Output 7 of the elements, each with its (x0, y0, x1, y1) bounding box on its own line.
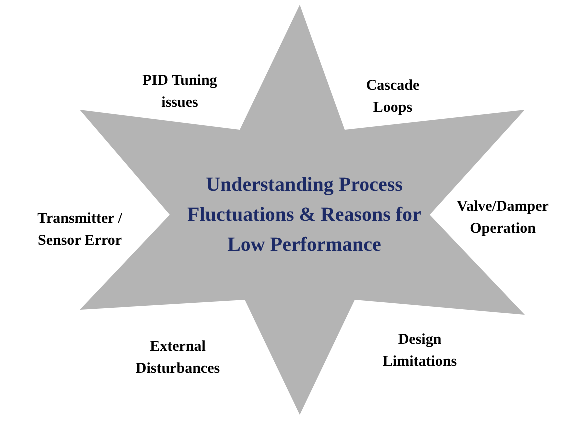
factor-label: Design Limitations (382, 331, 458, 372)
factor-label: Valve/Damper Operation (456, 198, 550, 239)
center-title: Understanding Process Fluctuations & Reasons for Low Performance (186, 173, 422, 258)
factor-label: PID Tuning issues (142, 72, 218, 113)
factor-label: Transmitter / Sensor Error (36, 210, 124, 251)
factor-label: Cascade Loops (365, 77, 421, 118)
factor-label: External Disturbances (134, 338, 222, 379)
